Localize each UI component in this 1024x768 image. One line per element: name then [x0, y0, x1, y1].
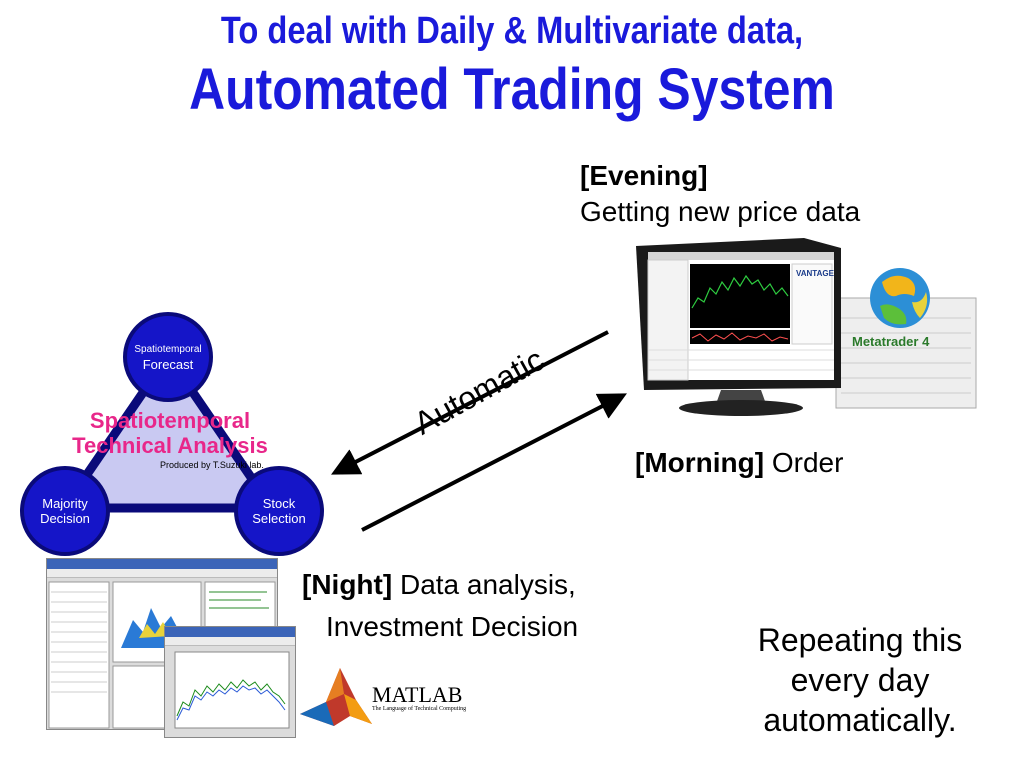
triangle-title-line1: Spatiotemporal: [89, 408, 251, 433]
matlab-logo-text: MATLAB: [372, 682, 463, 707]
stock-selection-node: Stock Selection: [234, 466, 324, 556]
svg-text:VANTAGE: VANTAGE: [796, 269, 835, 278]
metatrader-globe-icon: [870, 268, 930, 328]
forecast-node: Spatiotemporal Forecast: [123, 312, 213, 402]
repeat-line-2: every day: [790, 662, 930, 698]
forecast-node-small: Spatiotemporal: [134, 344, 202, 355]
night-text-1: Data analysis,: [399, 569, 576, 600]
evening-tag: [Evening]: [580, 160, 708, 191]
matlab-plot-graphic: [174, 651, 290, 729]
repeat-line-3: automatically.: [763, 702, 957, 738]
arrow-to-analysis: [331, 330, 609, 475]
stock-node-line1: Stock: [262, 496, 296, 511]
arrow-to-trading: [361, 393, 627, 532]
metatrader-logo-text: Metatrader 4: [852, 334, 930, 349]
forecast-node-label: Forecast: [142, 357, 194, 372]
night-text-2: Investment Decision: [326, 611, 579, 642]
majority-decision-node: Majority Decision: [20, 466, 110, 556]
produced-by: Produced by T.Suzuki lab.: [160, 460, 264, 470]
repeat-caption: Repeating this every day automatically.: [735, 620, 985, 740]
triangle-title-line2: Technical Analysis: [72, 433, 268, 458]
matlab-window-front: [164, 626, 296, 738]
automatic-arrows: [331, 330, 627, 532]
repeat-line-1: Repeating this: [757, 622, 963, 658]
majority-node-line2: Decision: [40, 511, 90, 526]
morning-text: Order: [771, 447, 844, 478]
title-line-2: Automated Trading System: [189, 57, 835, 122]
morning-tag: [Morning]: [635, 447, 765, 478]
morning-caption: [Morning] Order: [635, 445, 843, 481]
majority-node-line1: Majority: [42, 496, 88, 511]
matlab-tagline: The Language of Technical Computing: [372, 706, 467, 712]
stock-node-line2: Selection: [252, 511, 306, 526]
evening-caption: [Evening] Getting new price data: [580, 158, 860, 230]
night-tag: [Night]: [302, 569, 393, 600]
title-line-1: To deal with Daily & Multivariate data,: [220, 10, 804, 52]
trading-monitor-graphic: VANTAGE: [636, 238, 977, 416]
triangle-title: Spatiotemporal Technical Analysis: [55, 408, 285, 458]
night-caption: [Night] Data analysis, Investment Decisi…: [302, 567, 578, 645]
analysis-triangle: [59, 351, 277, 513]
evening-text: Getting new price data: [580, 196, 861, 227]
matlab-membrane-icon: [300, 668, 372, 726]
